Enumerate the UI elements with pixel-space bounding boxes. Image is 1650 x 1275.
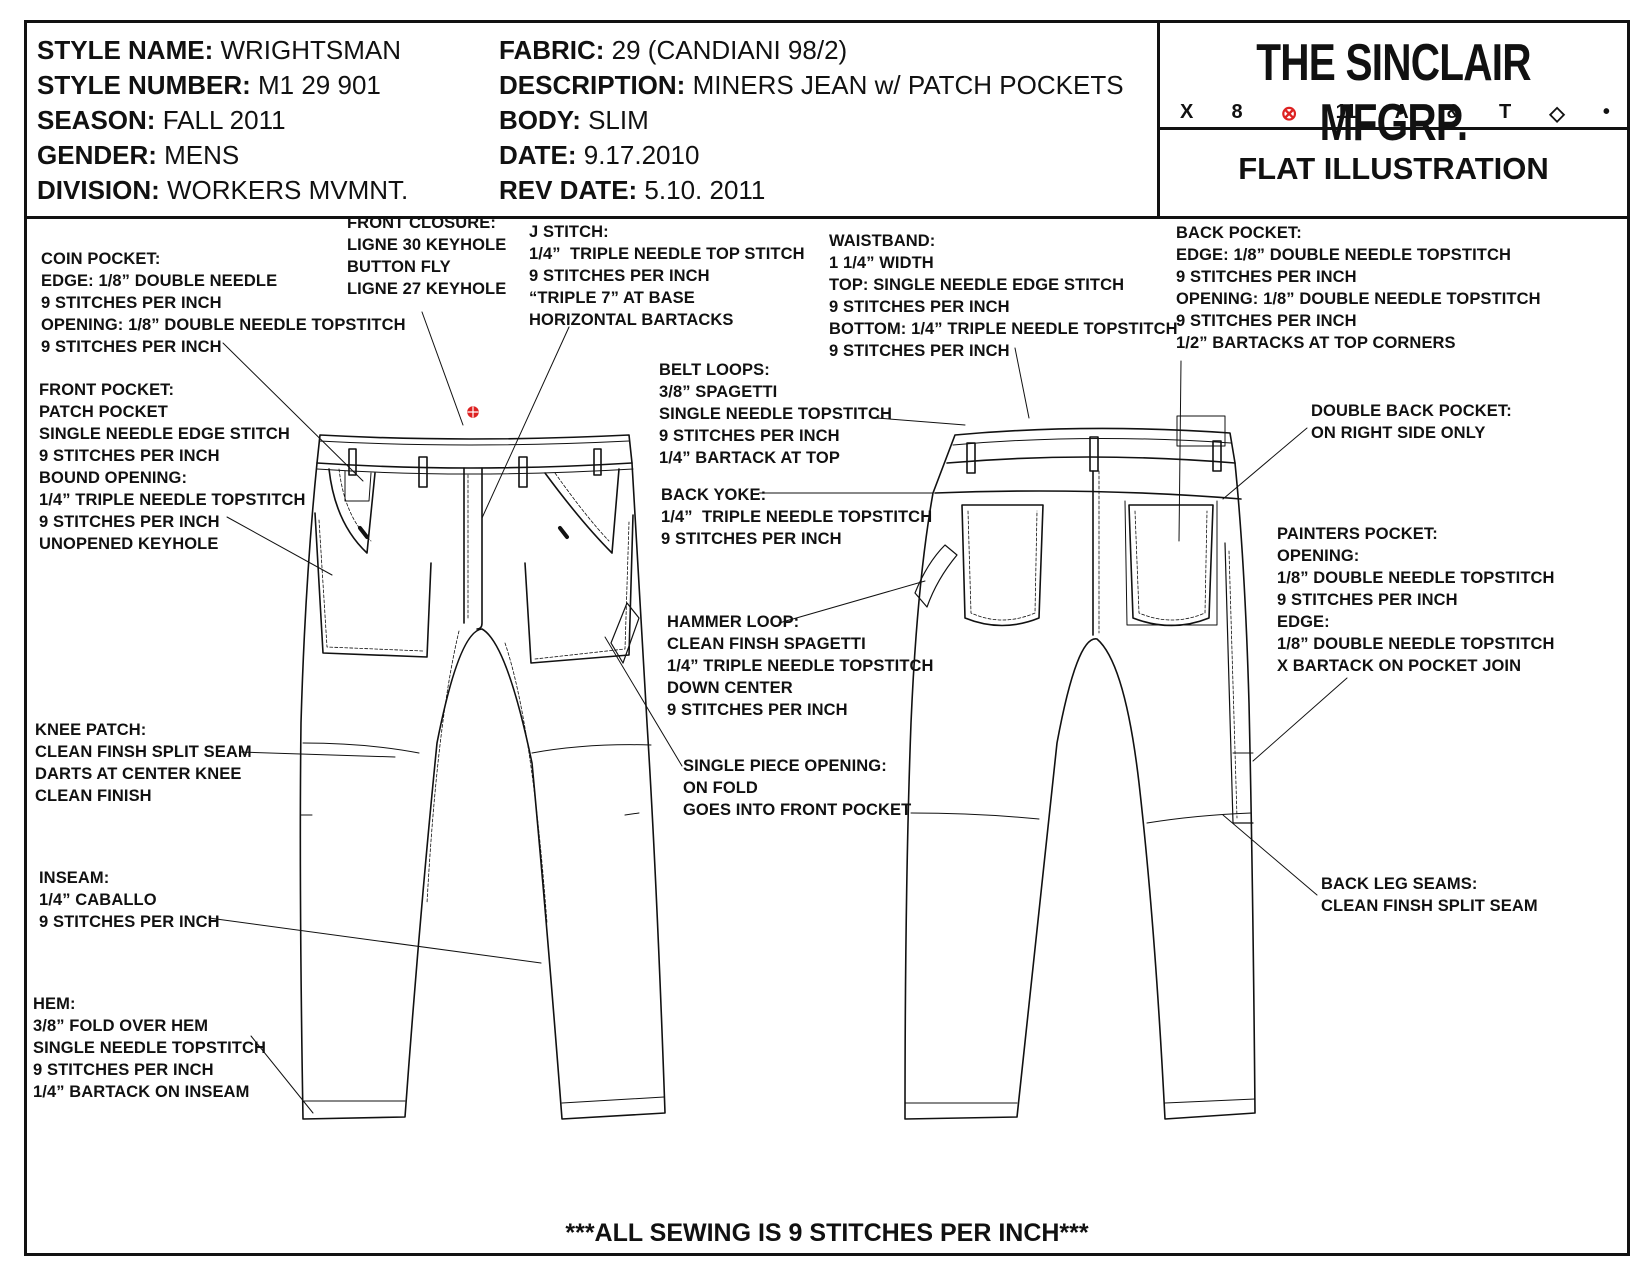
brand-symbol: T — [1499, 101, 1512, 123]
spec-sheet: STYLE NAME: WRIGHTSMAN STYLE NUMBER: M1 … — [24, 20, 1630, 1256]
header: STYLE NAME: WRIGHTSMAN STYLE NUMBER: M1 … — [27, 23, 1627, 219]
brand-symbol: • — [1602, 101, 1610, 123]
note-coin-pocket: COIN POCKET: EDGE: 1/8” DOUBLE NEEDLE 9 … — [41, 250, 406, 356]
note-j-stitch: J STITCH: 1/4” TRIPLE NEEDLE TOP STITCH … — [529, 223, 805, 329]
date-row: DATE: 9.17.2010 — [499, 140, 700, 170]
division-row: DIVISION: WORKERS MVMNT. — [37, 175, 409, 205]
note-front-pocket: FRONT POCKET: PATCH POCKET SINGLE NEEDLE… — [39, 381, 306, 553]
header-right-fields: FABRIC: 29 (CANDIANI 98/2) DESCRIPTION: … — [499, 33, 1124, 208]
note-front-closure: FRONT CLOSURE: LIGNE 30 KEYHOLE BUTTON F… — [347, 214, 507, 298]
brand-symbol: & — [1446, 101, 1461, 123]
note-inseam: INSEAM: 1/4” CABALLO 9 STITCHES PER INCH — [39, 869, 220, 931]
gender-row: GENDER: MENS — [37, 140, 240, 170]
description-row: DESCRIPTION: MINERS JEAN w/ PATCH POCKET… — [499, 70, 1124, 100]
note-back-leg-seams: BACK LEG SEAMS: CLEAN FINSH SPLIT SEAM — [1321, 875, 1538, 915]
brand-box: THE SINCLAIR MFGRP. X 8 ⊗ 11 Λ & T ◇ • F… — [1157, 23, 1627, 216]
note-hammer-loop: HAMMER LOOP: CLEAN FINSH SPAGETTI 1/4” T… — [667, 613, 934, 719]
brand-divider — [1160, 127, 1627, 130]
note-double-back-pocket: DOUBLE BACK POCKET: ON RIGHT SIDE ONLY — [1311, 402, 1512, 442]
leader-lines — [208, 311, 1348, 1114]
body-row: BODY: SLIM — [499, 105, 649, 135]
garment-drawing — [208, 311, 1348, 1120]
brand-symbol: Λ — [1394, 101, 1409, 123]
sheet-title: FLAT ILLUSTRATION — [1238, 151, 1549, 186]
brand-symbol: ◇ — [1549, 103, 1565, 125]
style-name-row: STYLE NAME: WRIGHTSMAN — [37, 35, 401, 65]
note-hem: HEM: 3/8” FOLD OVER HEM SINGLE NEEDLE TO… — [33, 995, 267, 1101]
front-jeans — [299, 406, 666, 1120]
footer-note: ***ALL SEWING IS 9 STITCHES PER INCH*** — [565, 1219, 1089, 1247]
fabric-row: FABRIC: 29 (CANDIANI 98/2) — [499, 35, 848, 65]
note-belt-loops: BELT LOOPS: 3/8” SPAGETTI SINGLE NEEDLE … — [659, 361, 893, 467]
brand-symbol: ⊗ — [1280, 103, 1298, 125]
note-back-pocket: BACK POCKET: EDGE: 1/8” DOUBLE NEEDLE TO… — [1176, 224, 1541, 352]
back-jeans — [904, 415, 1256, 1120]
rev-date-row: REV DATE: 5.10. 2011 — [499, 175, 766, 205]
note-knee-patch: KNEE PATCH: CLEAN FINSH SPLIT SEAM DARTS… — [35, 721, 252, 805]
brand-symbol: 11 — [1335, 101, 1357, 123]
note-waistband: WAISTBAND: 1 1/4” WIDTH TOP: SINGLE NEED… — [829, 232, 1178, 360]
header-left-fields: STYLE NAME: WRIGHTSMAN STYLE NUMBER: M1 … — [37, 33, 408, 208]
note-single-piece-opening: SINGLE PIECE OPENING: ON FOLD GOES INTO … — [683, 757, 912, 819]
season-row: SEASON: FALL 2011 — [37, 105, 286, 135]
brand-symbols: X 8 ⊗ 11 Λ & T ◇ • — [1180, 101, 1610, 126]
style-number-row: STYLE NUMBER: M1 29 901 — [37, 70, 381, 100]
brand-symbol: 8 — [1231, 101, 1243, 123]
note-painters-pocket: PAINTERS POCKET: OPENING: 1/8” DOUBLE NE… — [1277, 525, 1555, 675]
brand-logo: THE SINCLAIR MFGRP. — [1256, 34, 1531, 152]
brand-symbol: X — [1180, 101, 1194, 123]
note-back-yoke: BACK YOKE: 1/4” TRIPLE NEEDLE TOPSTITCH … — [661, 486, 933, 548]
